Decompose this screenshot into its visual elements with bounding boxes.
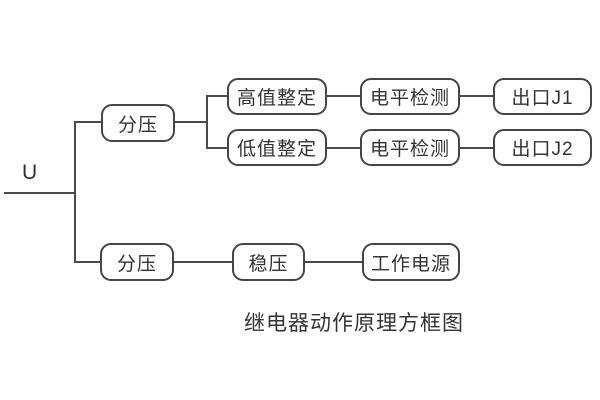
- connector-split-to-high-setting: [206, 95, 227, 97]
- connector-trunk-to-divider-top: [74, 121, 101, 123]
- connector-divider-to-split: [175, 121, 207, 123]
- block-output-j1: 出口J1: [493, 78, 592, 115]
- block-voltage-divider-top: 分压: [101, 104, 175, 142]
- block-level-detection-1: 电平检测: [360, 78, 460, 115]
- connector-trunk-to-divider-bottom: [74, 261, 100, 263]
- connector-high-setting-to-level1: [327, 95, 360, 97]
- connector-split-vertical: [206, 95, 208, 149]
- connector-low-setting-to-level2: [327, 147, 360, 149]
- block-voltage-regulator: 稳压: [232, 243, 305, 281]
- connector-input-lead: [4, 192, 75, 194]
- connector-split-to-low-setting: [206, 147, 227, 149]
- connector-regulator-to-power: [305, 261, 362, 263]
- input-voltage-label: U: [22, 161, 38, 184]
- connector-trunk-vertical: [74, 121, 76, 263]
- block-working-power: 工作电源: [362, 243, 460, 281]
- connector-level2-to-output-j2: [460, 147, 493, 149]
- block-level-detection-2: 电平检测: [360, 129, 460, 166]
- connector-level1-to-output-j1: [460, 95, 493, 97]
- diagram-caption: 继电器动作原理方框图: [244, 312, 464, 335]
- block-voltage-divider-bottom: 分压: [100, 243, 174, 281]
- connector-divider-to-regulator: [174, 261, 232, 263]
- block-low-value-setting: 低值整定: [227, 129, 327, 166]
- block-high-value-setting: 高值整定: [227, 78, 327, 115]
- block-output-j2: 出口J2: [493, 129, 592, 166]
